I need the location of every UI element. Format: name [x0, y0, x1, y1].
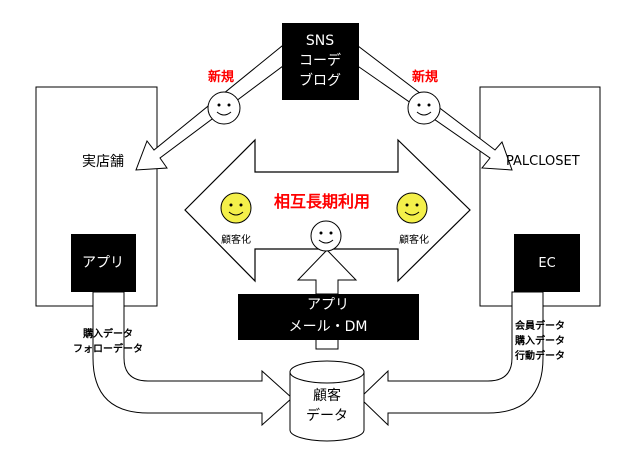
mutual-use-arrow [184, 138, 471, 283]
yellow-smiley-icon [220, 192, 252, 224]
store-app-box [71, 234, 136, 292]
customer-database-cylinder [289, 360, 365, 442]
channel-stub [315, 338, 339, 350]
right-behavior-data-label: 行動データ [515, 351, 565, 362]
database-line1-label: 顧客 [313, 388, 341, 404]
smiley-icon [407, 91, 441, 125]
channel-app-label: アプリ [307, 297, 349, 313]
left-follow-data-label: フォローデータ [73, 344, 143, 355]
left-data-arrow [92, 291, 293, 427]
right-member-data-label: 会員データ [515, 321, 565, 332]
database-line2-label: データ [306, 408, 348, 424]
sns-box [282, 23, 359, 100]
store-label: 実店舗 [82, 154, 124, 170]
sns-label: SNS [305, 33, 335, 49]
left-purchase-data-label: 購入データ [83, 329, 133, 340]
store-app-label: アプリ [82, 255, 124, 271]
right-purchase-data-label: 購入データ [515, 336, 565, 347]
yellow-smiley-icon [396, 192, 428, 224]
right-data-arrow [359, 291, 544, 427]
new-customer-right-label: 新規 [412, 70, 439, 85]
coordinate-label: コーデ [299, 53, 341, 69]
mutual-long-term-use-label: 相互長期利用 [273, 192, 371, 211]
smiley-icon [207, 91, 241, 125]
channel-mail-label: メール・DM [288, 319, 368, 335]
channel-box [238, 294, 419, 340]
customer-conversion-left-label: 顧客化 [221, 235, 251, 246]
online-store-label: PALCLOSET [506, 154, 580, 169]
blog-label: ブログ [299, 73, 341, 89]
ec-box [514, 234, 580, 292]
new-customer-left-label: 新規 [208, 70, 235, 85]
ec-label: EC [538, 256, 556, 271]
customer-conversion-right-label: 顧客化 [399, 235, 429, 246]
smiley-icon [310, 220, 342, 252]
up-arrow [296, 249, 358, 295]
